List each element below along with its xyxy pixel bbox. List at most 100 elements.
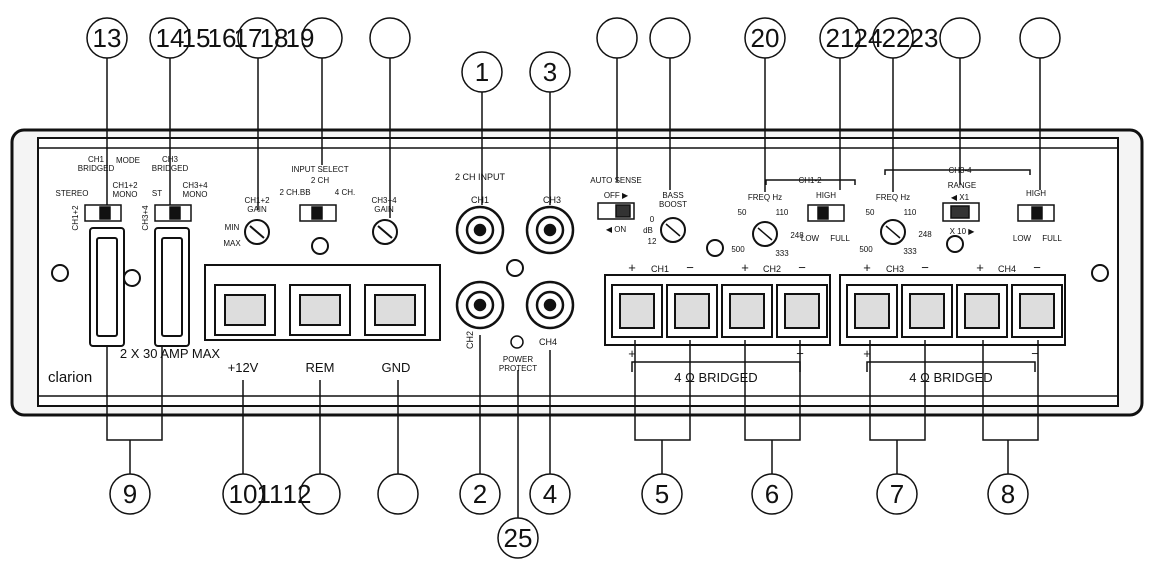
callout-circle — [299, 473, 341, 515]
power-protect-led-icon — [510, 335, 524, 349]
callout-2: 2 — [473, 479, 487, 509]
rca-inputs — [455, 205, 575, 349]
callout-21: 21 — [826, 23, 855, 53]
callout-numbers-bottom: 9 10 11 12 2 4 5 6 7 8 25 — [123, 479, 1015, 553]
label-auto-sense: AUTO SENSE — [590, 176, 641, 185]
leader-lines — [106, 58, 1041, 520]
callout-numbers-top: 13 14 15 16 17 18 19 1 3 20 21 24 22 23 — [93, 23, 939, 87]
mounting-screws — [51, 235, 1109, 287]
callout-24: 24 — [854, 23, 883, 53]
rca-pin-icon — [543, 298, 557, 312]
label-ch2-minus: − — [798, 260, 806, 275]
callout-7: 7 — [890, 479, 904, 509]
label-low-ch34: LOW — [1013, 234, 1032, 243]
callout-circle — [377, 473, 419, 515]
screw-icon — [506, 259, 524, 277]
front-panel — [37, 137, 1119, 407]
callout-20: 20 — [751, 23, 780, 53]
fuses — [89, 227, 190, 347]
power-terminal-block — [204, 264, 441, 341]
label-bridged-plus-left: + — [628, 346, 636, 361]
callout-16: 16 — [208, 23, 237, 53]
label-ch12-small: CH1+2 — [71, 205, 80, 231]
label-mode: MODE — [116, 156, 140, 165]
callout-23: 23 — [910, 23, 939, 53]
terminal-screw-icon — [729, 293, 765, 329]
label-range: RANGE — [948, 181, 976, 190]
rca-pin-icon — [543, 223, 557, 237]
label-rem: REM — [306, 360, 335, 375]
callout-circle — [596, 17, 638, 59]
switch-knob-icon — [311, 206, 323, 220]
rca-pin-icon — [473, 223, 487, 237]
label-ch4-plus: + — [976, 260, 984, 275]
callout-circle — [461, 51, 503, 93]
callout-13: 13 — [93, 23, 122, 53]
label-high-ch34: HIGH — [1026, 189, 1046, 198]
callout-circle — [222, 473, 264, 515]
switch-knob-icon — [615, 204, 631, 218]
gain-knobs — [244, 219, 398, 245]
switch-knob-icon — [99, 206, 111, 220]
terminal-screw-icon — [854, 293, 890, 329]
callout-circle — [876, 473, 918, 515]
callout-9: 9 — [123, 479, 137, 509]
callout-circle — [987, 473, 1029, 515]
screw-icon — [706, 239, 724, 257]
label-ch2: CH2 — [763, 264, 781, 274]
label-rca-ch3: CH3 — [543, 195, 561, 205]
callout-circle — [109, 473, 151, 515]
terminal-screw-icon — [964, 293, 1000, 329]
label-f248-ch34: 248 — [918, 230, 932, 239]
label-ch1-plus: + — [628, 260, 636, 275]
knob-indicator-icon — [665, 223, 681, 237]
label-freq-ch34: FREQ Hz — [876, 193, 910, 202]
label-ch3-plus: + — [863, 260, 871, 275]
callout-25: 25 — [504, 523, 533, 553]
fuse-element-icon — [96, 237, 118, 337]
callout-circle — [939, 17, 981, 59]
label-bb-12: 12 — [648, 237, 657, 246]
rca-pin-icon — [473, 298, 487, 312]
input-select-switch[interactable] — [299, 204, 337, 222]
label-input-4ch: 4 CH. — [335, 188, 355, 197]
label-st: ST — [152, 189, 162, 198]
label-f50-ch34: 50 — [866, 208, 875, 217]
terminal-screw-icon — [619, 293, 655, 329]
label-bridged-left: 4 Ω BRIDGED — [674, 370, 757, 385]
knob-indicator-icon — [885, 225, 901, 239]
callout-14: 14 — [156, 23, 185, 53]
label-f110-ch34: 110 — [904, 208, 917, 217]
terminal-screw-icon — [784, 293, 820, 329]
label-bb-0: 0 — [650, 215, 655, 224]
label-12v: +12V — [228, 360, 259, 375]
ch12-bracket — [765, 179, 856, 185]
callout-circle — [369, 17, 411, 59]
callout-18: 18 — [260, 23, 289, 53]
label-ch34-small: CH3+4 — [141, 205, 150, 231]
terminal-screw-icon — [674, 293, 710, 329]
label-off: OFF ▶ — [604, 191, 629, 200]
callout-circle — [751, 473, 793, 515]
label-bridged-right: 4 Ω BRIDGED — [909, 370, 992, 385]
label-2ch-input: 2 CH INPUT — [455, 172, 506, 182]
callout-circle — [497, 517, 539, 559]
callout-circle — [529, 473, 571, 515]
label-max: MAX — [223, 239, 241, 248]
callout-circle — [529, 51, 571, 93]
label-f333-ch12: 333 — [775, 249, 789, 258]
label-low-ch12: LOW — [801, 234, 820, 243]
callout-circle — [649, 17, 691, 59]
switch-knob-icon — [950, 205, 970, 219]
label-ch12-bracket: CH1-2 — [798, 176, 822, 185]
screw-icon — [123, 269, 141, 287]
label-input-2chbb: 2 CH.BB — [279, 188, 310, 197]
label-high-ch12: HIGH — [816, 191, 836, 200]
screw-icon — [946, 235, 964, 253]
switch-knob-icon — [1031, 206, 1043, 220]
terminal-screw-icon — [224, 294, 266, 326]
